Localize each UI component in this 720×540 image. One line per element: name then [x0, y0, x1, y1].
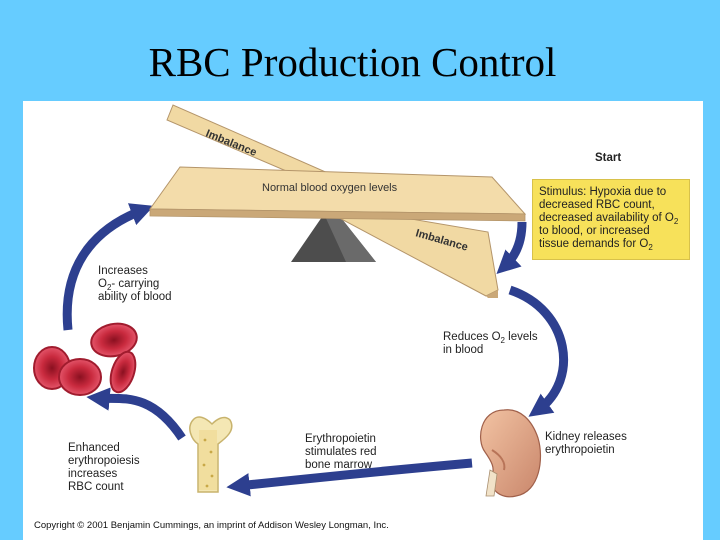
label-reduces-o2: Reduces O2 levels in blood [443, 331, 538, 356]
stimulus-line-5-sub: 2 [648, 243, 653, 252]
arrow-rbc-to-balance [62, 203, 154, 331]
label-enhanced-erythropoiesis: Enhanced erythropoiesis increases RBC co… [68, 442, 140, 493]
bone-marrow-icon [189, 416, 233, 493]
stimulus-line-1: Stimulus: Hypoxia due to [539, 186, 667, 198]
stimulus-line-3: decreased availability of O [539, 212, 674, 224]
stimulus-line-4: to blood, or increased [539, 225, 650, 237]
arrow-bone-to-rbc [86, 387, 186, 441]
label-erythropoietin: Erythropoietin stimulates red bone marro… [305, 433, 377, 471]
arrow-imbalance-to-kidney [508, 285, 569, 417]
arrow-stimulus-to-imbalance [496, 221, 527, 275]
stimulus-box: Stimulus: Hypoxia due to decreased RBC c… [532, 179, 690, 260]
slide-title: RBC Production Control [148, 39, 557, 85]
red-blood-cells-icon [33, 322, 138, 396]
label-increases-o2: Increases O2- carrying ability of blood [98, 265, 172, 303]
copyright-text: Copyright © 2001 Benjamin Cummings, an i… [34, 520, 389, 531]
stimulus-line-5: tissue demands for O [539, 238, 649, 250]
stimulus-line-2: decreased RBC count, [539, 199, 655, 211]
stimulus-line-3-sub: 2 [673, 217, 679, 226]
start-label: Start [595, 152, 622, 164]
kidney-icon [479, 409, 542, 498]
balanced-plank-label: Normal blood oxygen levels [262, 182, 398, 194]
label-kidney: Kidney releases erythropoietin [545, 431, 627, 456]
arrow-kidney-to-bone [226, 458, 473, 497]
